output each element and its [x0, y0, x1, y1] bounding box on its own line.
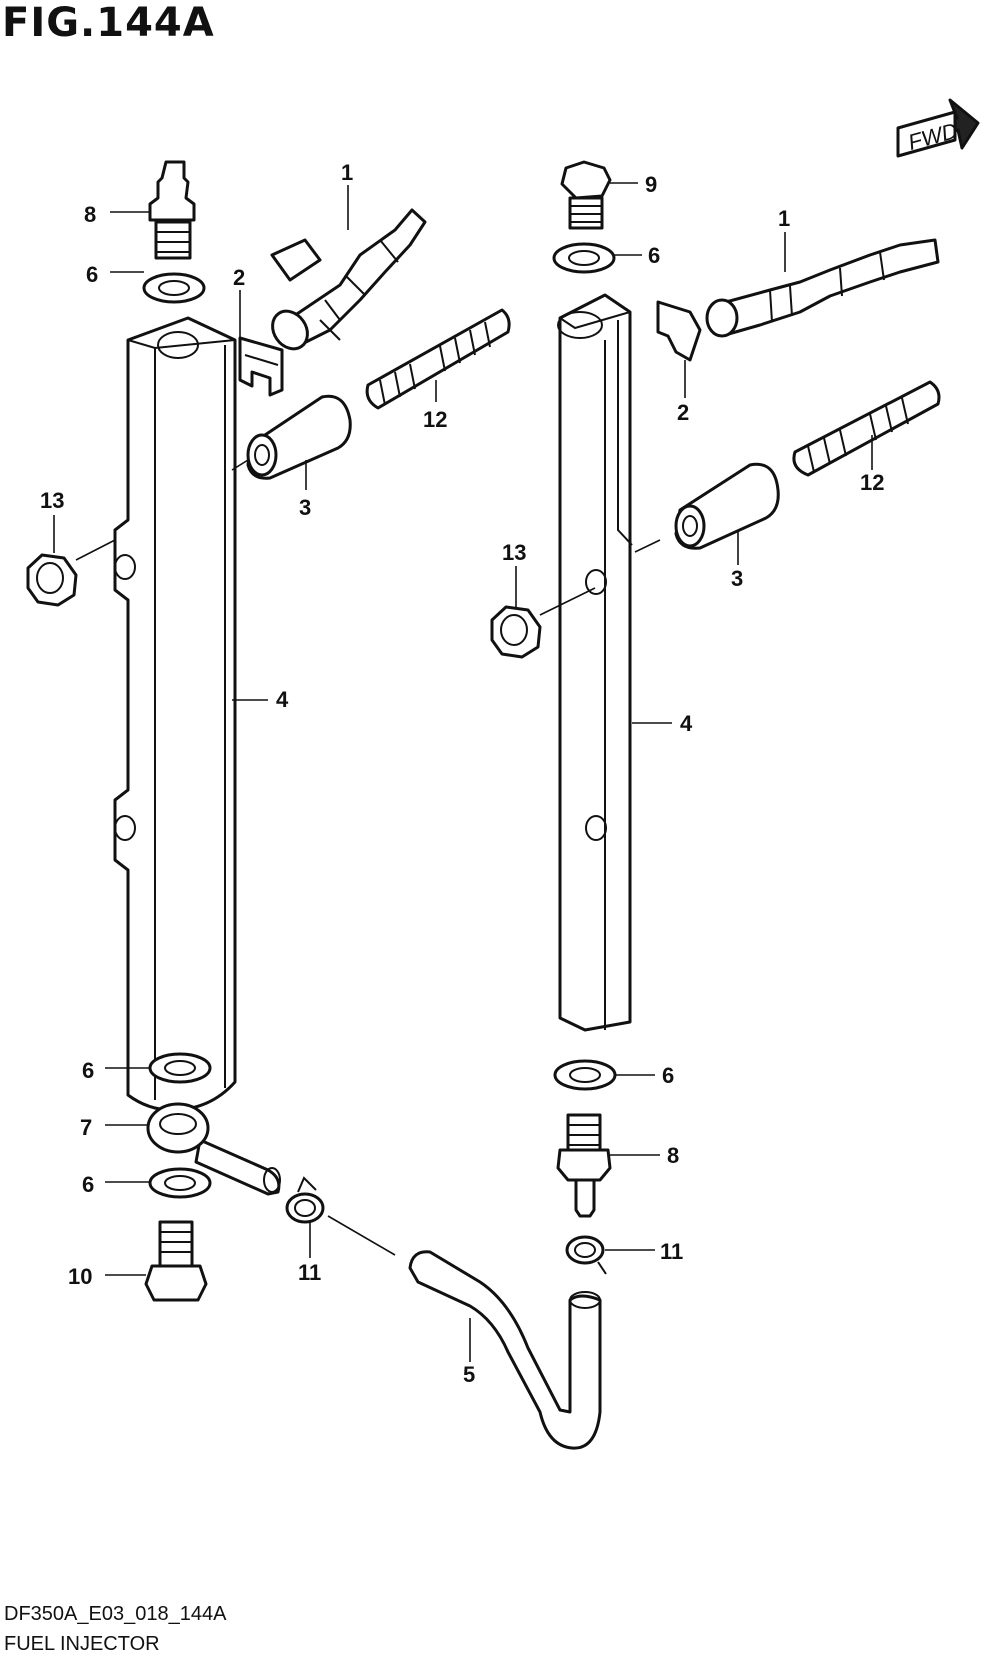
- injector-clip-right: [656, 300, 702, 362]
- callout-2-left: 2: [233, 265, 245, 290]
- callout-8-right: 8: [667, 1143, 679, 1168]
- washer-left-lower-a: [148, 1052, 212, 1084]
- figure-title: FIG.144A: [2, 0, 215, 46]
- callout-8-left: 8: [84, 202, 96, 227]
- flange-nut-left: [26, 553, 78, 607]
- fuel-hose: [408, 1250, 602, 1450]
- callout-7: 7: [80, 1115, 92, 1140]
- washer-right-lower: [553, 1059, 617, 1091]
- callout-11-right: 11: [660, 1239, 683, 1264]
- callout-6-left-lower-a: 6: [82, 1058, 94, 1083]
- callout-6-right-top: 6: [648, 243, 660, 268]
- callout-12-right: 12: [860, 470, 884, 495]
- hose-clamp-left: [285, 1176, 325, 1224]
- callout-9: 9: [645, 172, 657, 197]
- callout-3-left: 3: [299, 495, 311, 520]
- washer-right-top: [552, 242, 616, 274]
- callout-11-left: 11: [298, 1260, 321, 1285]
- fuel-injector-left: [270, 208, 427, 351]
- fwd-arrow-icon: FWD: [896, 98, 980, 158]
- spacer-right: [674, 462, 780, 550]
- callout-4-right: 4: [680, 711, 693, 736]
- callout-6-right-lower: 6: [662, 1063, 674, 1088]
- union-fitting-left-top: [148, 160, 196, 260]
- union-bolt: [144, 1220, 208, 1302]
- callout-1-left: 1: [341, 160, 353, 185]
- callout-5: 5: [463, 1362, 475, 1387]
- washer-left-lower-b: [148, 1167, 212, 1199]
- union-fitting-right-lower: [556, 1113, 612, 1218]
- callout-6-left-lower-b: 6: [82, 1172, 94, 1197]
- fuel-rail-right: [557, 293, 633, 1032]
- document-name: FUEL INJECTOR: [4, 1633, 160, 1655]
- callout-13-left: 13: [40, 488, 64, 513]
- callout-1-right: 1: [778, 206, 790, 231]
- washer-left-top: [142, 272, 206, 304]
- callout-12-left: 12: [423, 407, 447, 432]
- callout-3-right: 3: [731, 566, 743, 591]
- plug-bolt: [560, 160, 612, 230]
- stud-bolt-right: [792, 380, 941, 477]
- callout-10: 10: [68, 1264, 92, 1289]
- callout-13-right: 13: [502, 540, 526, 565]
- fuel-rail-left: [113, 316, 237, 1112]
- spacer-left: [246, 394, 352, 480]
- stud-bolt-left: [365, 308, 511, 410]
- banjo-fitting: [146, 1102, 281, 1196]
- callout-2-right: 2: [677, 400, 689, 425]
- flange-nut-right: [490, 605, 542, 659]
- fuel-injector-right: [705, 238, 940, 338]
- hose-clamp-right: [565, 1235, 607, 1275]
- callout-6-left-top: 6: [86, 262, 98, 287]
- callout-4-left: 4: [276, 687, 289, 712]
- document-code: DF350A_E03_018_144A: [4, 1603, 227, 1625]
- injector-clip-left: [238, 336, 284, 397]
